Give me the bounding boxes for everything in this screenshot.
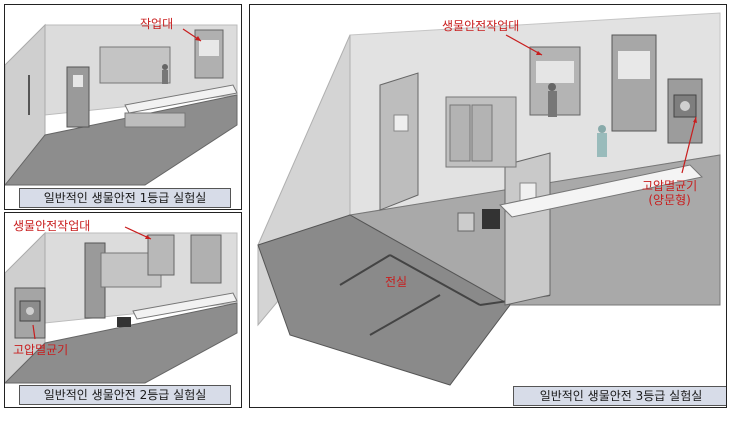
bsl1-caption: 일반적인 생물안전 1등급 실험실 [19, 188, 231, 208]
bsl2-caption: 일반적인 생물안전 2등급 실험실 [19, 385, 231, 405]
bsl3-autoclave-arrow [681, 116, 697, 174]
bsl3-label-autoclave: 고압멸균기 (양문형) [642, 179, 698, 207]
bsl2-panel: 생물안전작업대 고압멸균기 일반적인 생물안전 2등급 실험실 [4, 212, 242, 408]
bsl3-label-anteroom: 전실 [385, 275, 408, 289]
bsl2-lab-illustration [5, 226, 238, 384]
bsl3-lab-illustration [257, 12, 721, 386]
bsl3-caption: 일반적인 생물안전 3등급 실험실 [513, 386, 726, 406]
bsl3-bsc-arrow [505, 34, 543, 56]
bsl1-label-workbench: 작업대 [140, 17, 174, 31]
bsl1-panel: 작업대 일반적인 생물안전 1등급 실험실 [4, 4, 242, 210]
bsl3-label-bsc: 생물안전작업대 [442, 19, 520, 33]
bsl2-label-bsc: 생물안전작업대 [13, 219, 91, 233]
bsl2-label-autoclave: 고압멸균기 [13, 343, 69, 357]
bsl1-lab-illustration [5, 23, 238, 186]
bsl2-autoclave-arrow [32, 324, 36, 340]
bsl3-panel: 생물안전작업대 고압멸균기 (양문형) 전실 일반적인 생물안전 3등급 실험실 [249, 4, 727, 408]
